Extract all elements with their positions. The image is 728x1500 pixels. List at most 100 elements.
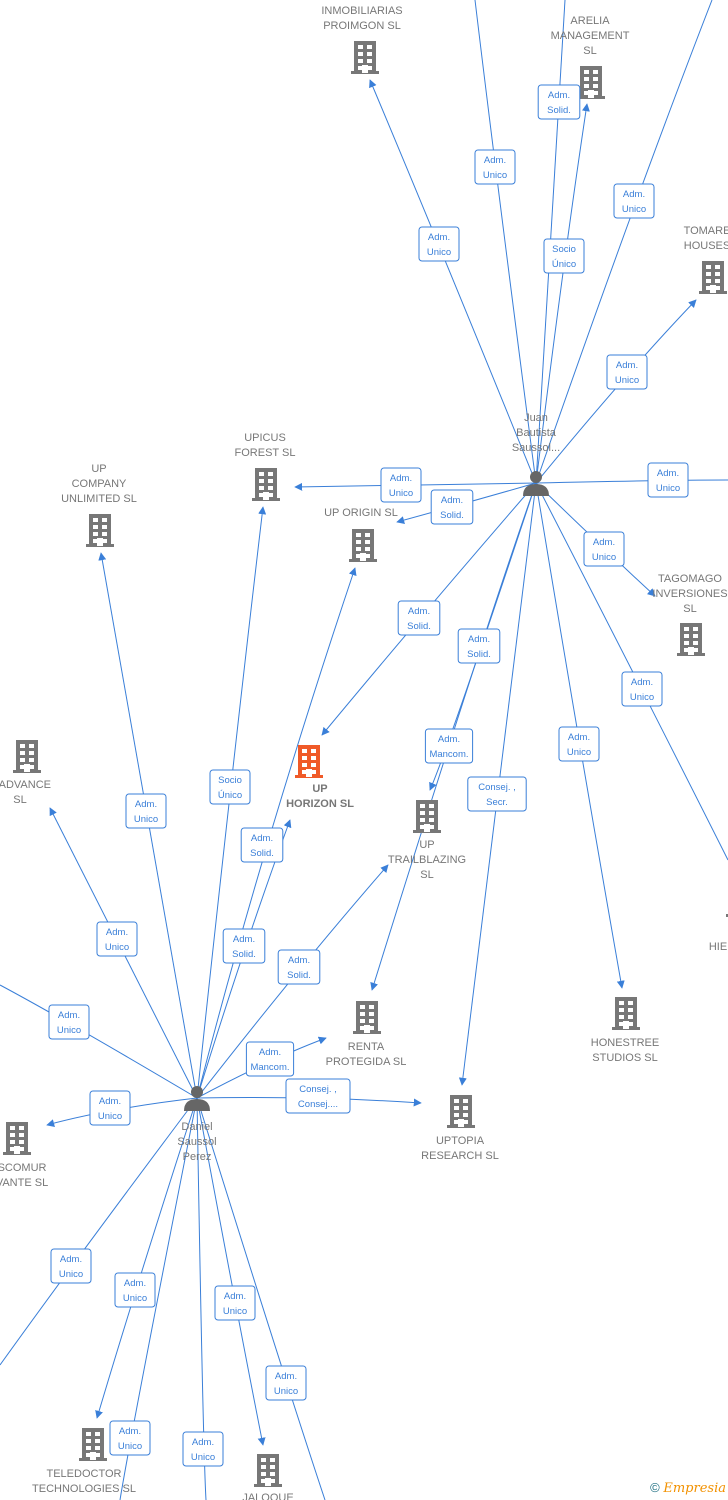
relation-label[interactable]: Adm.Unico [647,462,689,498]
person-name: Saussol [177,1136,216,1148]
relation-edge [535,0,566,484]
company-name: PROTEGIDA SL [326,1056,407,1068]
relation-label-text: Consej. , [299,1084,337,1095]
relation-label[interactable]: Adm.Unico [583,531,625,567]
relation-label-text: Unico [105,942,129,953]
relation-label[interactable]: Adm.Unico [48,1004,90,1040]
relation-label[interactable]: Adm.Unico [606,354,648,390]
company-name: UPTOPIA [436,1135,485,1147]
relation-label-text: Adm. [275,1371,297,1382]
relation-edge [0,984,198,1099]
relation-edge [196,1097,326,1500]
relation-label[interactable]: Adm. Unico [265,1365,307,1401]
relation-label-text: Mancom. [250,1062,289,1073]
relation-label-box [277,949,321,985]
company-name: MANAGEMENT [551,30,630,42]
relation-label[interactable]: Adm.Unico [474,149,516,185]
relation-label[interactable]: Adm.Unico [621,671,663,707]
relation-label[interactable]: Adm.Solid. [537,84,581,120]
relation-label[interactable]: Adm.Solid. [240,827,284,863]
company-node-uporigin[interactable]: UP ORIGIN SL [324,507,398,562]
relation-label[interactable]: Adm.Unico [613,183,655,219]
building-icon [3,1122,31,1155]
building-icon [349,529,377,562]
relation-label-text: Adm. [441,495,463,506]
building-icon [351,41,379,74]
relation-label-text: Unico [656,483,680,494]
relation-label[interactable]: Adm.Unico [109,1420,151,1456]
relation-label-text: Socio [552,244,576,255]
building-icon [295,745,323,778]
relation-label-text: Unico [274,1386,298,1397]
relation-label[interactable]: Adm.Solid. [277,949,321,985]
relation-label-text: Adm. [99,1096,121,1107]
relation-label[interactable]: Adm.Unico [50,1248,92,1284]
relation-label-text: Unico [98,1111,122,1122]
relation-label-text: Adm. [119,1426,141,1437]
company-name: PROIMGON SL [323,20,401,32]
company-name: SL [583,45,596,57]
relation-edge [429,482,537,791]
relation-label[interactable]: Adm.Solid. [430,489,474,525]
relation-label[interactable]: Adm.Mancom. [245,1041,295,1077]
relation-label[interactable]: Adm.Unico [380,467,422,503]
relation-label[interactable]: Adm.Unico [214,1285,256,1321]
company-name: UP [419,839,434,851]
relation-label-box [467,776,527,812]
relation-label[interactable]: Consej. ,Secr. [467,776,527,812]
building-icon [612,997,640,1030]
company-name: UPICUS [244,432,286,444]
relation-label-text: Adm. [438,734,460,745]
relation-label[interactable]: Adm.Unico [558,726,600,762]
relation-label[interactable]: Adm.Solid. [457,628,501,664]
relation-label-box [265,1365,307,1401]
relation-label[interactable]: Adm.Solid. [397,600,441,636]
relation-label[interactable]: Adm.Solid. [222,928,266,964]
person-node-juan[interactable]: JuanBautistaSaussol... [512,412,560,496]
company-node-jaloque[interactable]: JALOQUE [242,1454,294,1500]
relation-label[interactable]: Adm.Unico [418,226,460,262]
relation-label[interactable]: Adm.Mancom. [424,728,474,764]
relation-label[interactable]: Adm.Unico [182,1431,224,1467]
company-name: TRAILBLAZING [388,854,466,866]
relation-label[interactable]: Consej. ,Consej.... [285,1078,351,1114]
company-name: TOMARE [684,225,728,237]
relation-label[interactable]: Adm.Unico [125,793,167,829]
company-node-trailblazing[interactable]: UP TRAILBLAZING SL [388,800,466,881]
relation-label[interactable]: Adm.Unico [114,1272,156,1308]
relation-label-text: Solid. [250,848,274,859]
relation-edge [535,479,728,484]
building-icon [79,1428,107,1461]
relation-label-box [114,1272,156,1308]
company-name: HONESTREE [591,1037,659,1049]
relation-label-box [613,183,655,219]
relation-edge [119,1097,198,1500]
relation-label-text: Unico [223,1306,247,1317]
relation-label-text: Único [552,259,576,270]
relation-label-text: Adm. [616,360,638,371]
company-name: SL [420,869,433,881]
company-node-hie[interactable]: HIE [709,884,728,953]
relation-label-box [50,1248,92,1284]
relation-label-text: Adm. [288,955,310,966]
relation-label[interactable]: Adm.Unico [96,921,138,957]
building-icon [413,800,441,833]
relation-label[interactable]: Adm. Unico [89,1090,131,1126]
